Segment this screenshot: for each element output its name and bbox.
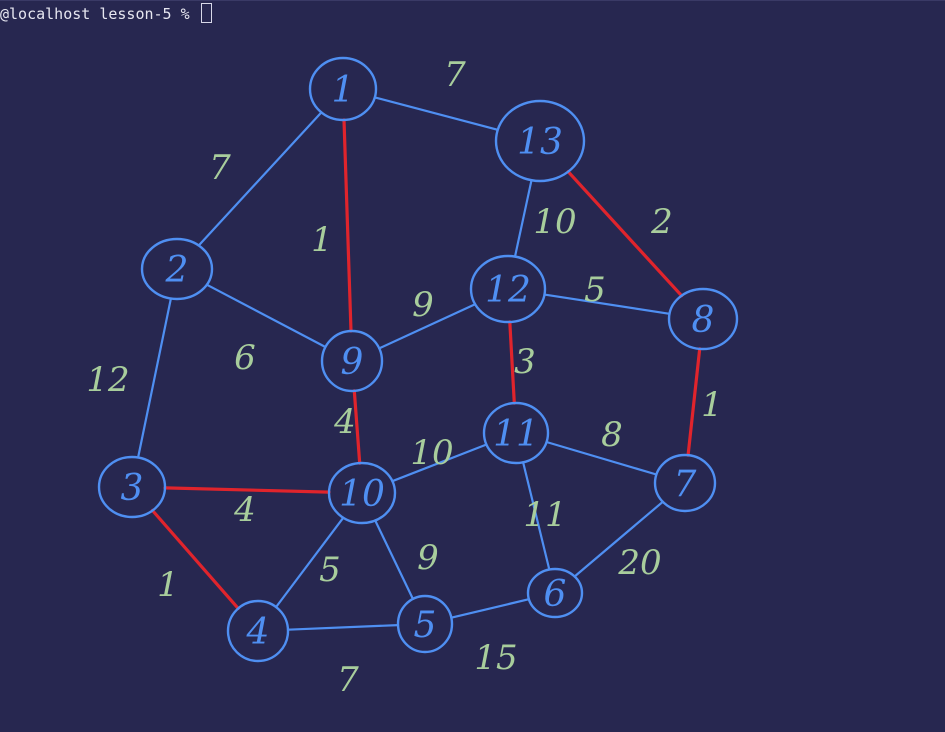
edge-weight-3-4: 1 — [157, 565, 179, 605]
edge-weight-12-11: 3 — [514, 342, 536, 382]
edge-weight-1-9: 1 — [311, 220, 333, 260]
node-label: 8 — [692, 300, 715, 341]
node-circle — [667, 287, 739, 351]
node-circle — [653, 453, 717, 513]
node-label: 6 — [544, 574, 567, 615]
node-3: 3 — [97, 455, 167, 519]
edge-weight-1-2: 7 — [209, 148, 231, 188]
edge-weight-6-7: 20 — [617, 543, 661, 583]
edge-5-6 — [450, 598, 531, 619]
edge-1-2 — [197, 111, 323, 247]
node-11: 11 — [482, 401, 550, 465]
node-label: 10 — [339, 474, 385, 515]
node-8: 8 — [667, 287, 739, 351]
edge-weight-11-7: 8 — [601, 415, 623, 455]
node-circle — [494, 99, 586, 183]
node-circle — [526, 567, 584, 619]
edge-weight-1-13: 7 — [444, 55, 466, 95]
shell-prompt[interactable]: @localhost lesson-5 % — [0, 3, 212, 24]
edge-weight-13-8: 2 — [650, 202, 673, 242]
edge-3-4-highlighted — [150, 508, 240, 611]
edge-12-8 — [543, 293, 671, 315]
edge-weight-5-6: 15 — [474, 638, 517, 678]
edge-13-12 — [513, 179, 533, 258]
edge-weight-4-5: 7 — [337, 660, 359, 700]
edge-weight-9-10: 4 — [333, 402, 356, 442]
edge-weight-2-9: 6 — [234, 338, 256, 378]
node-circle — [140, 237, 214, 301]
edge-weight-2-3: 12 — [86, 360, 129, 400]
node-label: 11 — [493, 414, 539, 455]
node-1: 1 — [308, 56, 378, 122]
node-label: 4 — [246, 612, 270, 653]
edge-11-10 — [391, 443, 488, 483]
edge-10-4 — [275, 516, 345, 609]
edge-weight-10-5: 9 — [417, 538, 439, 578]
edge-6-7 — [573, 500, 664, 578]
prompt-text: @localhost lesson-5 % — [0, 5, 199, 23]
text-cursor — [200, 3, 212, 23]
node-circle — [97, 455, 167, 519]
node-circle — [226, 599, 290, 663]
edge-weight-3-10: 4 — [233, 490, 256, 530]
edge-2-3 — [137, 297, 172, 459]
edge-1-13 — [373, 96, 499, 131]
edge-weight-11-10: 10 — [410, 433, 453, 473]
edge-9-12 — [378, 303, 477, 350]
edge-10-5 — [374, 519, 414, 601]
node-7: 7 — [653, 453, 717, 513]
node-9: 9 — [320, 329, 384, 393]
edge-weight-13-12: 10 — [533, 202, 576, 242]
edge-weight-10-4: 5 — [319, 550, 341, 590]
edges-layer — [137, 96, 702, 631]
node-6: 6 — [526, 567, 584, 619]
edge-3-10-highlighted — [163, 486, 331, 494]
edge-weight-11-6: 11 — [523, 495, 566, 535]
edge-weight-12-8: 5 — [584, 270, 606, 310]
node-label: 3 — [121, 468, 144, 509]
node-label: 2 — [165, 250, 189, 291]
edge-1-9-highlighted — [342, 118, 353, 333]
edge-2-9 — [205, 283, 327, 349]
node-label: 7 — [674, 464, 697, 505]
node-circle — [482, 401, 550, 465]
node-circle — [396, 594, 454, 654]
node-10: 10 — [327, 461, 397, 525]
edge-11-6 — [521, 461, 551, 571]
edge-weight-8-7: 1 — [701, 385, 723, 425]
node-label: 9 — [341, 342, 364, 383]
node-circle — [320, 329, 384, 393]
node-label: 1 — [332, 70, 355, 111]
node-label: 12 — [485, 270, 531, 311]
node-label: 13 — [517, 122, 563, 163]
edge-8-7-highlighted — [686, 347, 702, 457]
node-2: 2 — [140, 237, 214, 301]
node-circle — [327, 461, 397, 525]
node-13: 13 — [494, 99, 586, 183]
node-4: 4 — [226, 599, 290, 663]
edge-4-5 — [286, 623, 400, 631]
node-5: 5 — [396, 594, 454, 654]
edge-weight-9-12: 9 — [412, 285, 434, 325]
node-label: 5 — [414, 605, 437, 646]
node-circle — [308, 56, 378, 122]
edge-12-11-highlighted — [508, 320, 516, 405]
edge-9-10-highlighted — [352, 389, 362, 465]
edge-11-7 — [545, 440, 658, 476]
node-12: 12 — [469, 254, 547, 324]
node-circle — [469, 254, 547, 324]
edge-13-8-highlighted — [566, 170, 684, 298]
